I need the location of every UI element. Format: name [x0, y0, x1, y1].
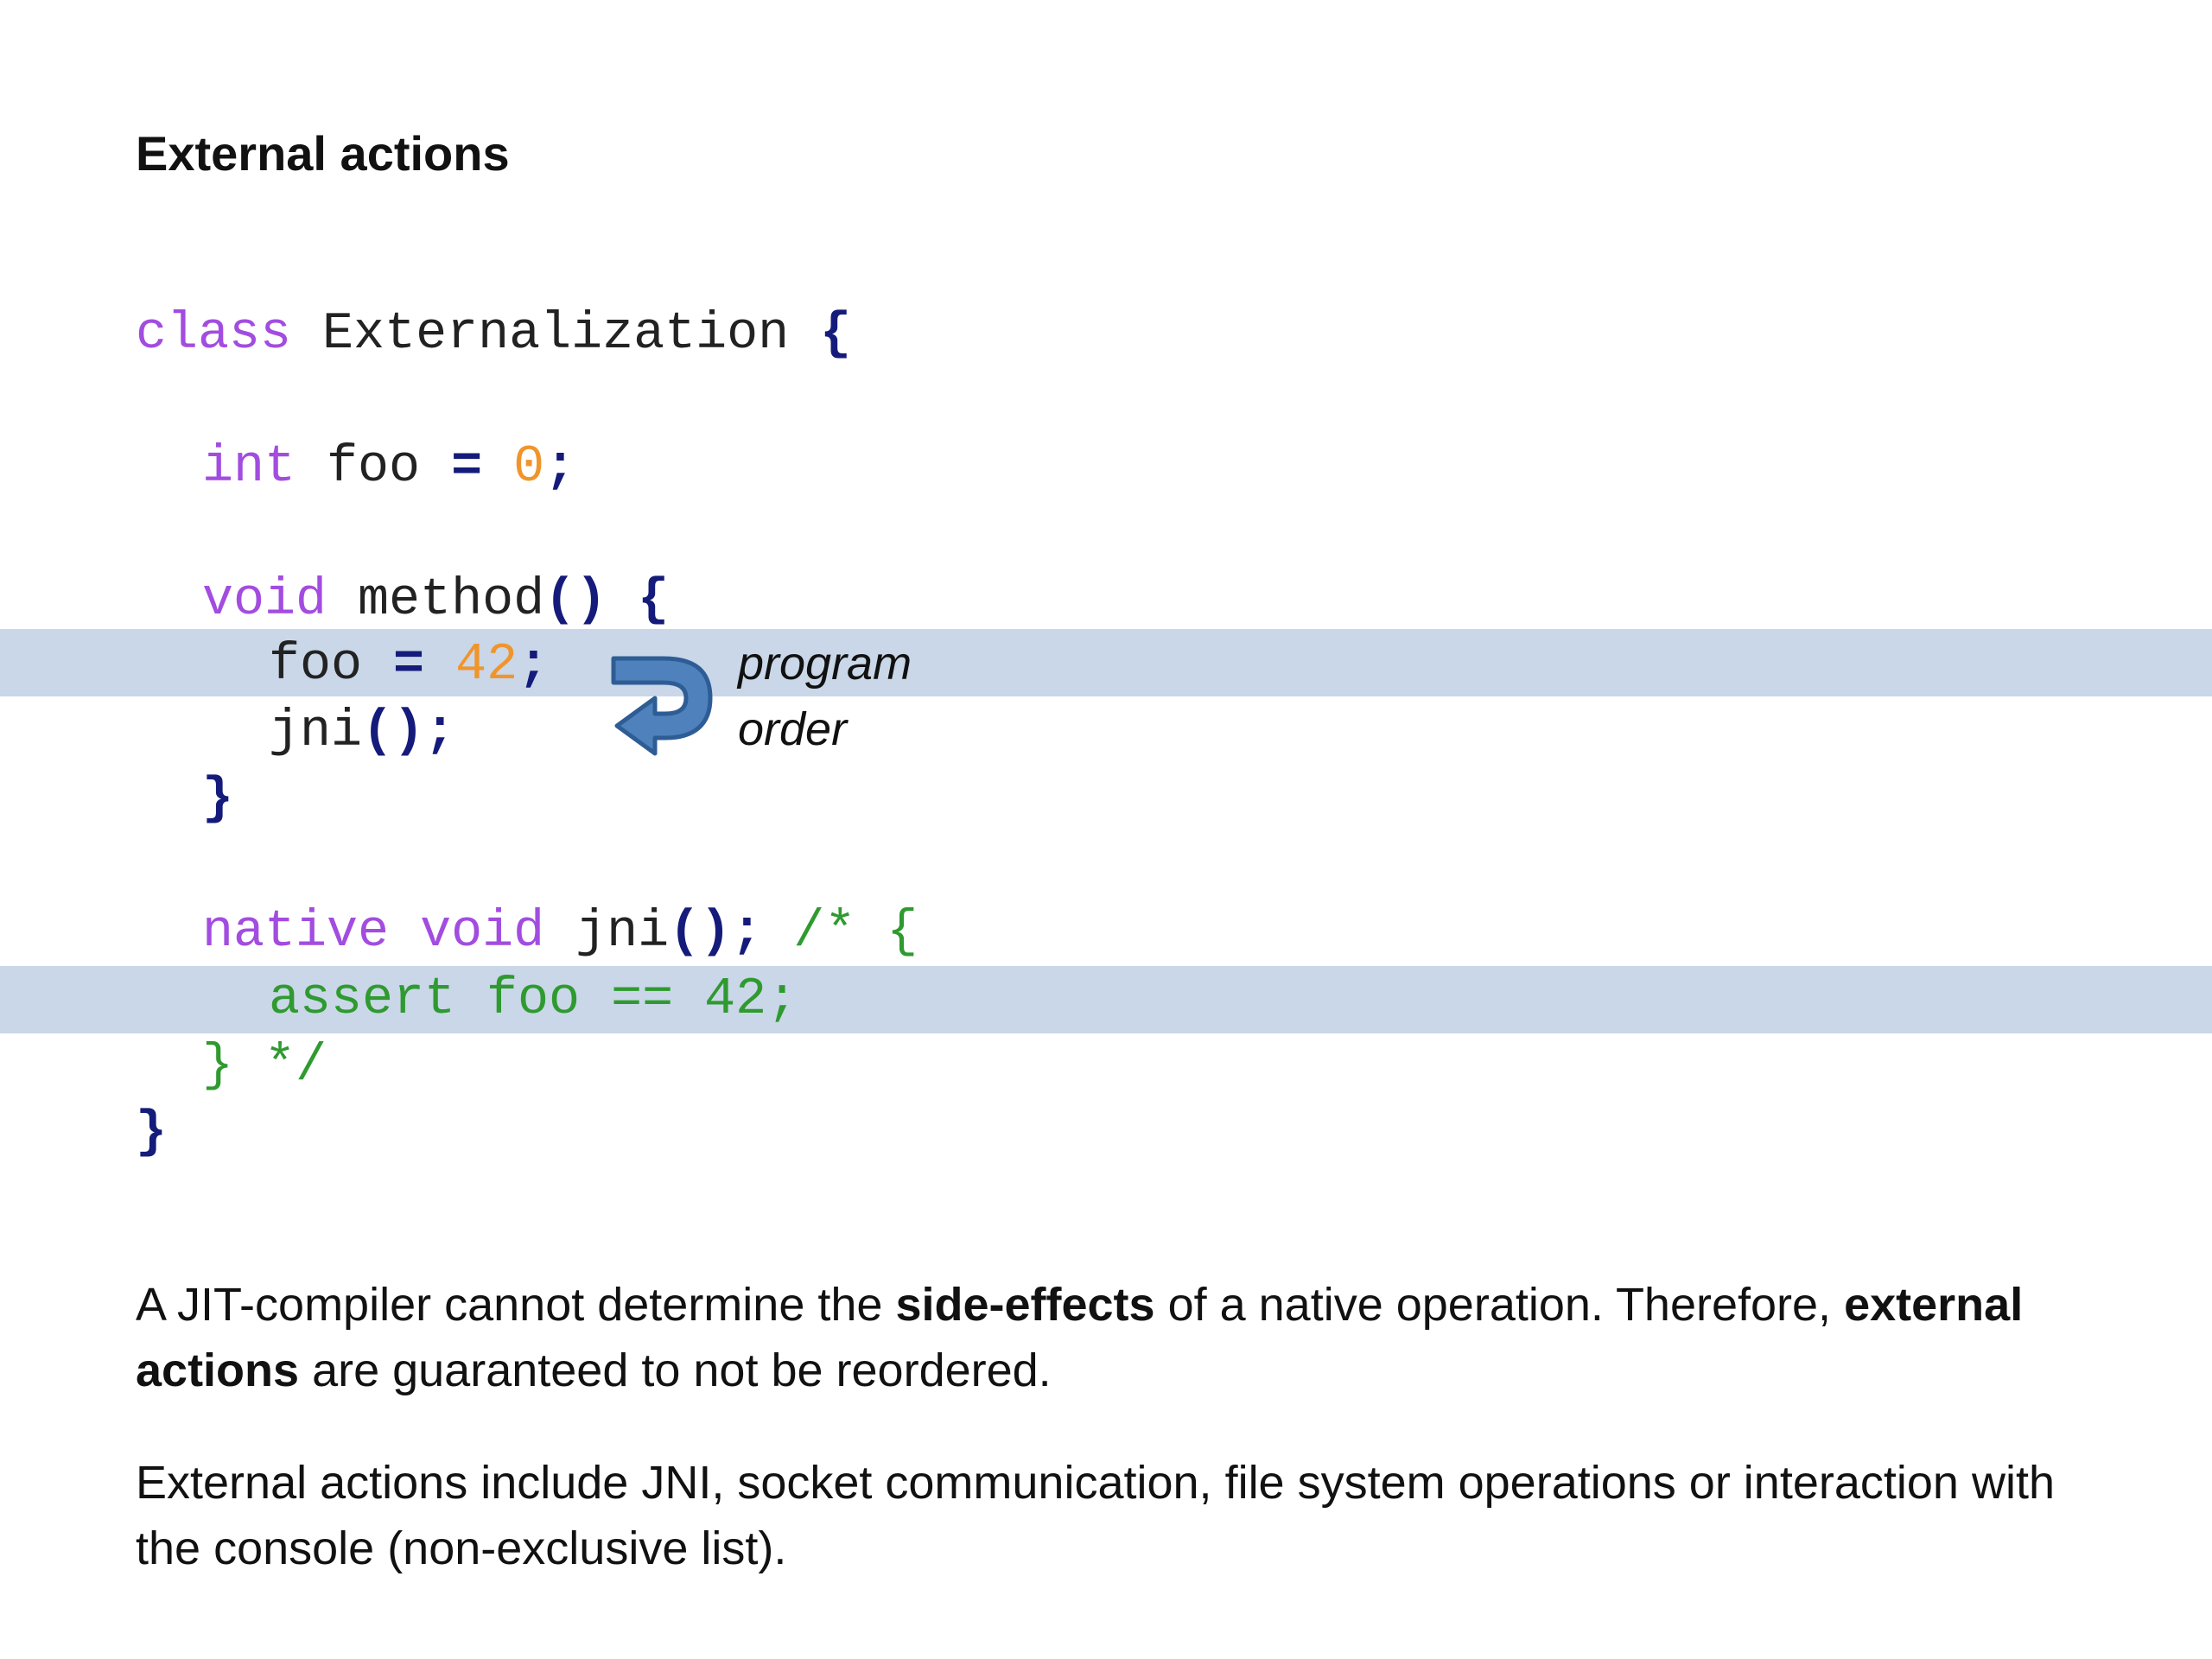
method-open-brace: {: [638, 571, 670, 630]
code-line-foo-assignment: foo = 42;: [269, 632, 549, 699]
comment-close: } */: [202, 1037, 327, 1096]
code-line-native-decl: native void jni(); /* {: [202, 899, 918, 966]
paragraph-text: A JIT-compiler cannot determine the: [136, 1279, 896, 1331]
paragraph-text: of a native operation. Therefore,: [1154, 1279, 1845, 1331]
jni-method-name: jni: [575, 903, 670, 962]
class-keyword: class: [136, 305, 292, 364]
code-line-comment-close: } */: [202, 1033, 327, 1100]
open-brace: {: [820, 305, 852, 364]
foo-variable: foo: [269, 636, 363, 695]
code-line-assert: assert foo == 42;: [269, 966, 798, 1033]
assign-operator: =: [393, 636, 425, 695]
jni-parens: (): [669, 903, 732, 962]
semicolon: ;: [424, 702, 456, 761]
highlight-assert-line: [0, 966, 2212, 1033]
slide-title: External actions: [136, 126, 510, 181]
code-line-field-decl: int foo = 0;: [202, 434, 575, 501]
field-name: foo: [327, 438, 421, 497]
zero-literal: 0: [513, 438, 545, 497]
code-line-class-decl: class Externalization {: [136, 301, 851, 368]
code-line-class-close: }: [136, 1099, 167, 1166]
class-close-brace: }: [136, 1103, 168, 1162]
paragraph-text: are guaranteed to not be reordered.: [299, 1344, 1052, 1396]
int-keyword: int: [202, 438, 296, 497]
code-line-method-close: }: [202, 766, 233, 833]
method-close-brace: }: [202, 770, 234, 829]
method-name: method: [358, 571, 545, 630]
assign-operator: =: [451, 438, 483, 497]
void-keyword: void: [420, 903, 545, 962]
code-line-jni-call: jni();: [269, 698, 455, 766]
annotation-order: order: [738, 703, 848, 755]
class-name: Externalization: [322, 305, 790, 364]
method-parens: (): [544, 571, 607, 630]
native-keyword: native: [202, 903, 390, 962]
program-order-arrow-icon: [611, 656, 713, 756]
jni-call-parens: (): [362, 702, 425, 761]
void-keyword: void: [202, 571, 327, 630]
assert-statement: assert foo == 42;: [269, 970, 798, 1029]
semicolon: ;: [731, 903, 763, 962]
annotation-program: program: [738, 638, 912, 690]
jni-call-name: jni: [269, 702, 363, 761]
code-line-method-decl: void method() {: [202, 567, 669, 634]
paragraph-side-effects: A JIT-compiler cannot determine the side…: [136, 1272, 2123, 1403]
semicolon: ;: [518, 636, 550, 695]
forty-two-literal: 42: [455, 636, 518, 695]
emphasis-external-actions: external actions: [136, 1279, 2024, 1396]
comment-open: /* {: [793, 903, 918, 962]
emphasis-side-effects: side-effects: [895, 1279, 1155, 1331]
highlight-foo-assignment: [0, 629, 2212, 696]
paragraph-external-actions-list: External actions include JNI, socket com…: [136, 1457, 2055, 1574]
semicolon: ;: [544, 438, 576, 497]
